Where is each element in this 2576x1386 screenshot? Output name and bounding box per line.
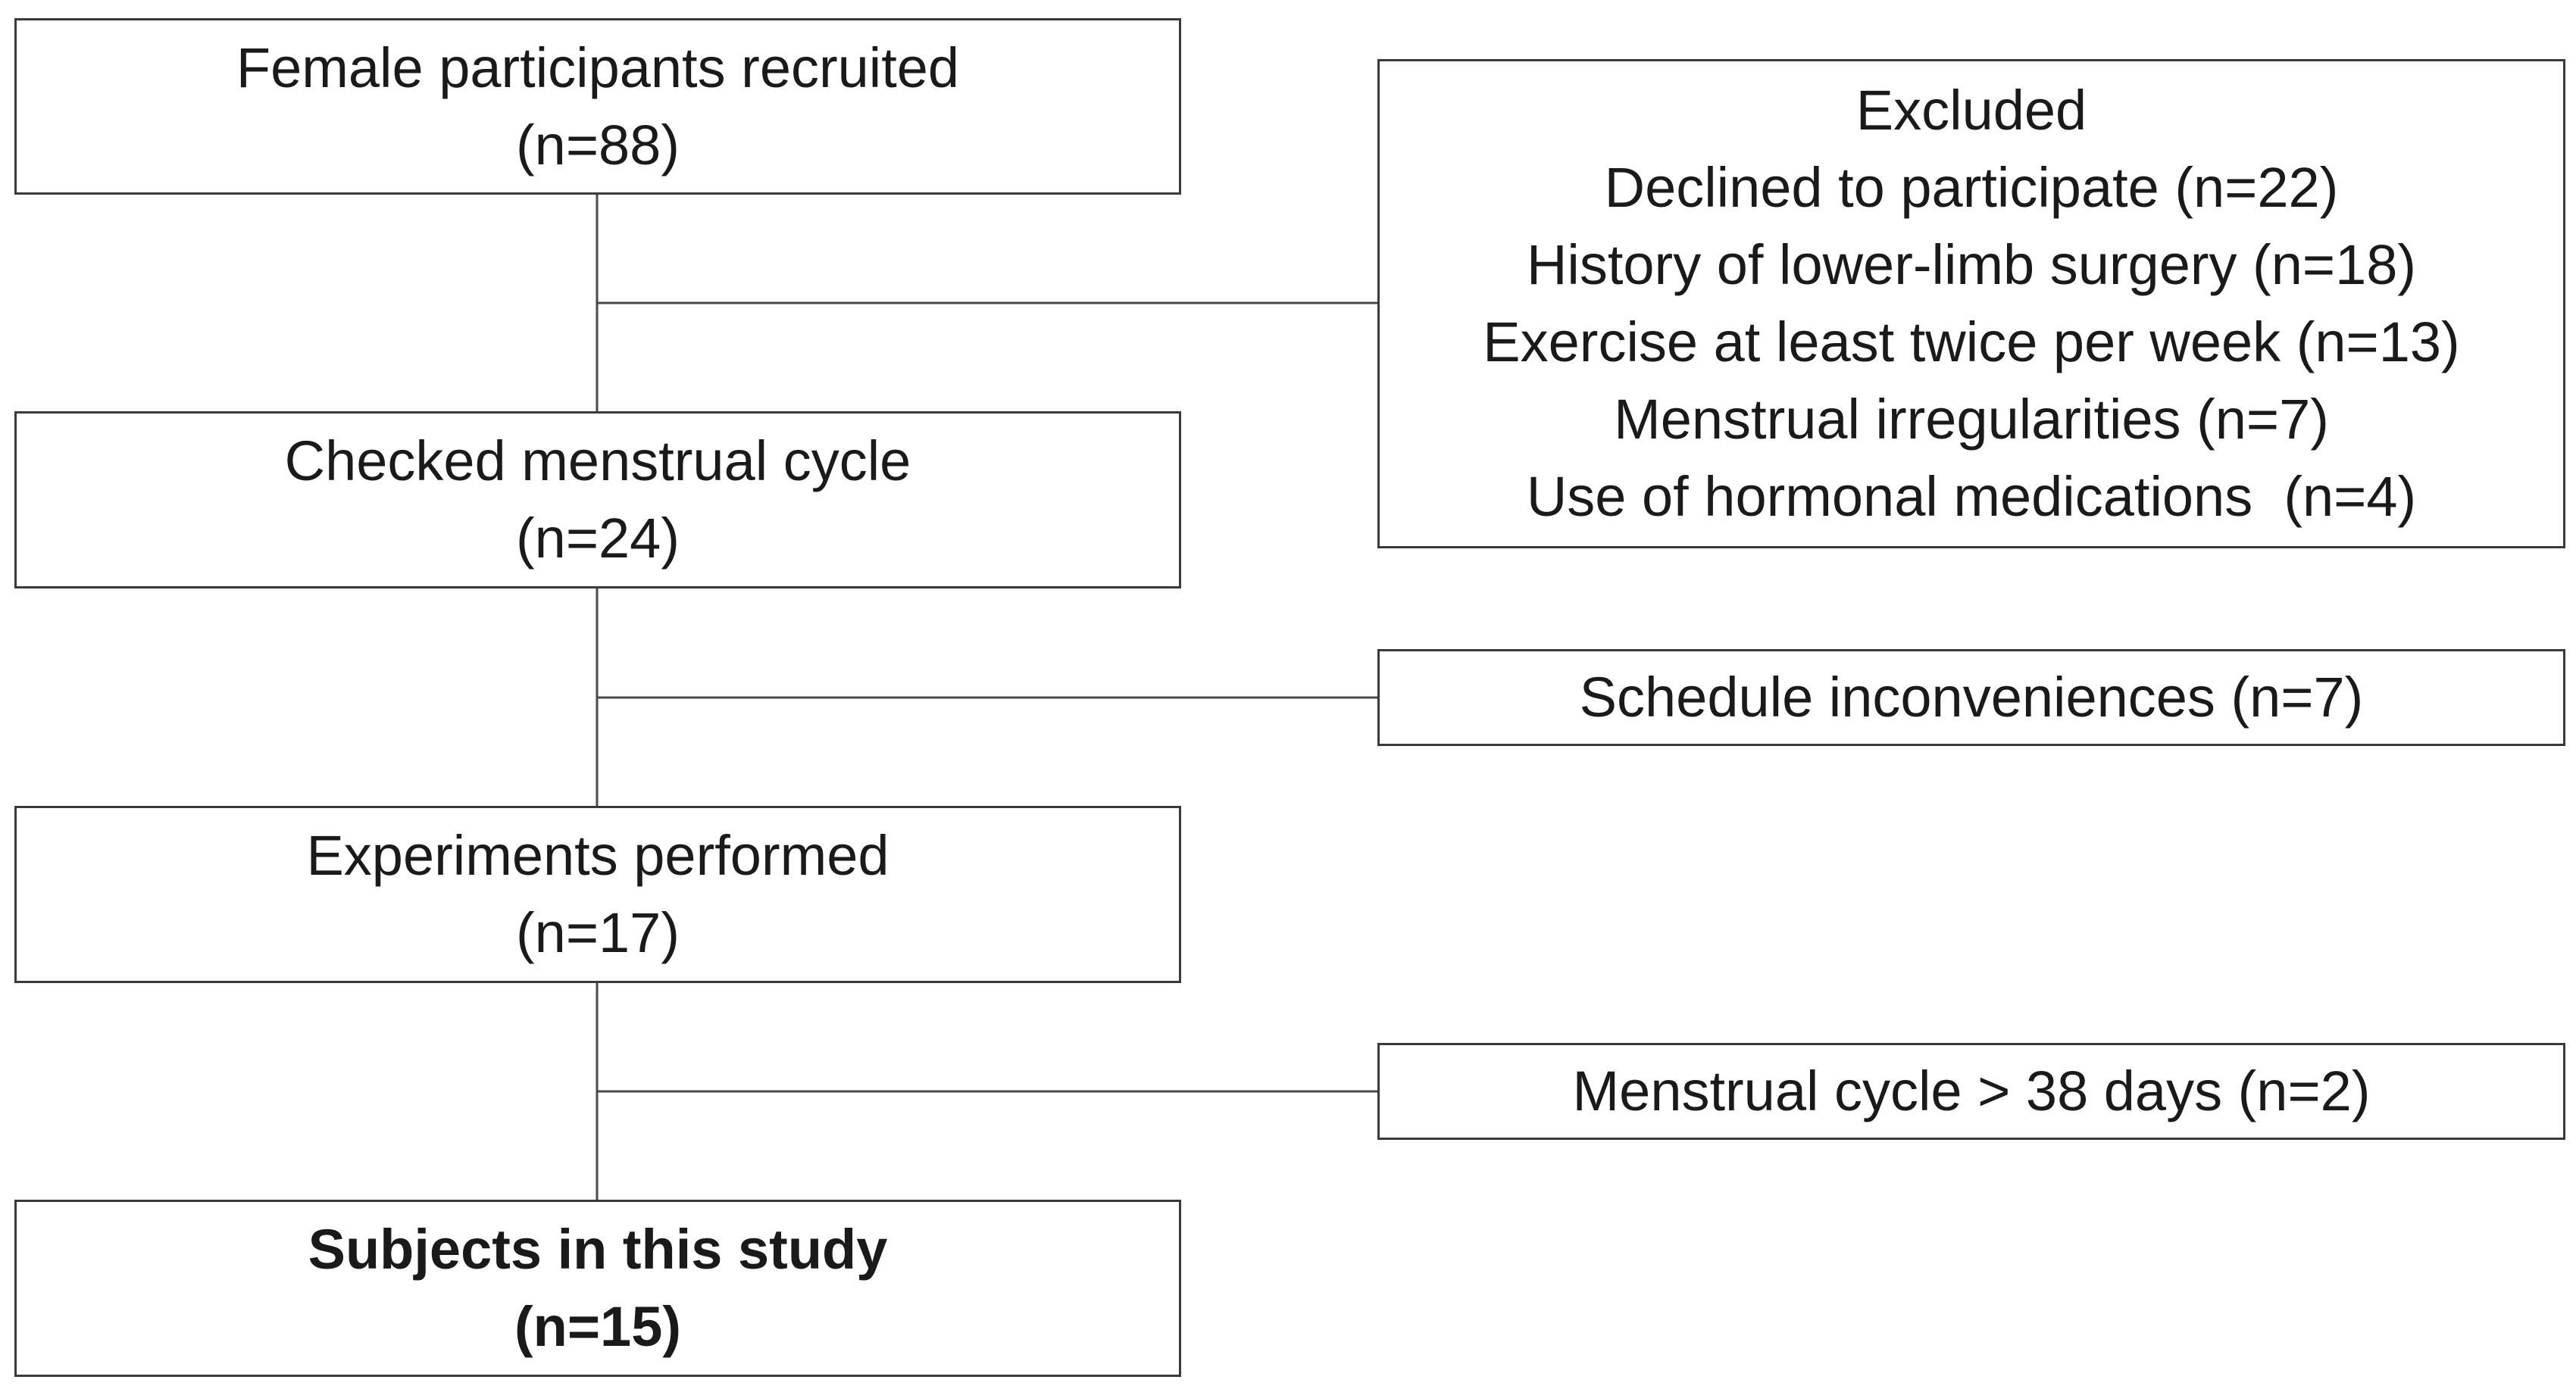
step-count: (n=24)	[516, 507, 680, 570]
exclusion-reason: Use of hormonal medications (n=4)	[1526, 465, 2417, 528]
step-box-checked-cycle: Checked menstrual cycle (n=24)	[14, 411, 1181, 588]
exclusion-box-cycle-length: Menstrual cycle > 38 days (n=2)	[1377, 1043, 2565, 1140]
step-box-experiments: Experiments performed (n=17)	[14, 806, 1181, 983]
step-box-recruited: Female participants recruited (n=88)	[14, 18, 1181, 195]
step-label: Subjects in this study	[308, 1218, 888, 1281]
exclusion-reason: Declined to participate (n=22)	[1604, 156, 2339, 219]
exclusion-reason: Schedule inconveniences (n=7)	[1579, 666, 2364, 729]
step-count: (n=17)	[516, 901, 680, 964]
step-box-final-subjects: Subjects in this study (n=15)	[14, 1200, 1181, 1377]
step-label: Experiments performed	[306, 824, 889, 887]
step-label: Checked menstrual cycle	[284, 429, 911, 492]
exclusion-box-initial: Excluded Declined to participate (n=22) …	[1377, 59, 2565, 548]
exclusion-reason: Menstrual cycle > 38 days (n=2)	[1572, 1060, 2371, 1122]
exclusion-reason: History of lower-limb surgery (n=18)	[1526, 233, 2417, 296]
exclusion-reason: Menstrual irregularities (n=7)	[1614, 388, 2329, 451]
step-count: (n=88)	[516, 113, 680, 176]
step-count: (n=15)	[514, 1295, 681, 1358]
exclusion-reason: Exercise at least twice per week (n=13)	[1483, 311, 2460, 373]
step-label: Female participants recruited	[236, 36, 960, 99]
exclusion-box-schedule: Schedule inconveniences (n=7)	[1377, 649, 2565, 746]
exclusion-heading: Excluded	[1855, 79, 2087, 142]
